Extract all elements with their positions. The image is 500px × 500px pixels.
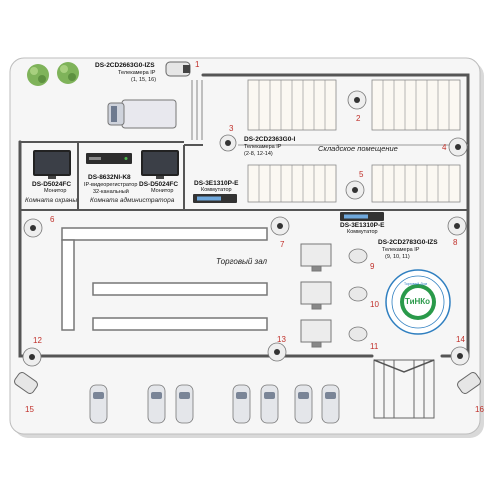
switch-b-model-label: DS-3E1310P-E xyxy=(340,222,385,229)
tree-icon xyxy=(27,62,79,86)
dome-b-ids-label: (9, 10, 11) xyxy=(385,254,410,260)
recorder-subtype-label: 32-канальный xyxy=(93,189,129,195)
stamp-top-text: Торговый Дом xyxy=(404,282,427,286)
room-label-warehouse: Складское помещение xyxy=(318,144,398,153)
room-label-admin: Комната администратора xyxy=(90,197,175,204)
switch-icon xyxy=(193,194,384,221)
camera-number: 1 xyxy=(195,60,200,69)
sales-shelves xyxy=(61,227,268,331)
monitor-right-model-label: DS-D5024FC xyxy=(139,181,179,188)
dome-a-ids-label: (2-8, 12-14) xyxy=(244,151,273,157)
ptz-camera-icon xyxy=(14,61,481,394)
room-label-guard: Комната охраны xyxy=(25,197,78,204)
camera-number: 3 xyxy=(229,124,234,133)
camera-number: 12 xyxy=(33,336,42,345)
camera-number: 2 xyxy=(356,114,361,123)
camera-number: 6 xyxy=(50,215,55,224)
camera-number: 10 xyxy=(370,300,379,309)
ptz-camera-type-label: Телекамера IP xyxy=(118,70,156,76)
monitor-right-type-label: Монитор xyxy=(151,188,174,194)
room-label-sales-hall: Торговый зал xyxy=(216,257,268,266)
recorder-icon xyxy=(86,153,132,164)
camera-number: 7 xyxy=(280,240,285,249)
entrance xyxy=(373,359,435,419)
camera-number: 16 xyxy=(475,405,484,414)
switch-a-type-label: Коммутатор xyxy=(201,187,232,193)
ptz-camera-ids-label: (1, 15, 16) xyxy=(131,77,157,83)
switch-a-model-label: DS-3E1310P-E xyxy=(194,180,239,187)
monitor-icon xyxy=(33,150,179,179)
dome-a-type-label: Телекамера IP xyxy=(244,144,282,150)
camera-number: 13 xyxy=(277,335,286,344)
camera-number: 5 xyxy=(359,170,364,179)
camera-number: 9 xyxy=(370,262,375,271)
ptz-camera-model-label: DS-2CD2663G0-IZS xyxy=(95,62,155,69)
dome-a-model-label: DS-2CD2363G0-I xyxy=(244,136,296,143)
dome-b-type-label: Телекамера IP xyxy=(382,247,420,253)
camera-number: 14 xyxy=(456,335,465,344)
camera-number: 11 xyxy=(370,342,379,351)
stamp-brand: ТиНКо xyxy=(405,297,431,306)
dome-camera-icon xyxy=(348,248,368,342)
camera-number: 15 xyxy=(25,405,34,414)
camera-number: 8 xyxy=(453,238,458,247)
company-stamp xyxy=(385,269,451,335)
dome-b-model-label: DS-2CD2783G0-IZS xyxy=(378,239,438,246)
recorder-type-label: IP-видеорегистратор xyxy=(84,182,138,188)
monitor-left-type-label: Монитор xyxy=(44,188,67,194)
truck-icon xyxy=(107,99,177,129)
switch-b-type-label: Коммутатор xyxy=(347,229,378,235)
monitor-left-model-label: DS-D5024FC xyxy=(32,181,72,188)
checkout-counters xyxy=(300,243,332,348)
camera-number: 4 xyxy=(442,143,447,152)
recorder-model-label: DS-8632NI-K8 xyxy=(88,174,131,181)
